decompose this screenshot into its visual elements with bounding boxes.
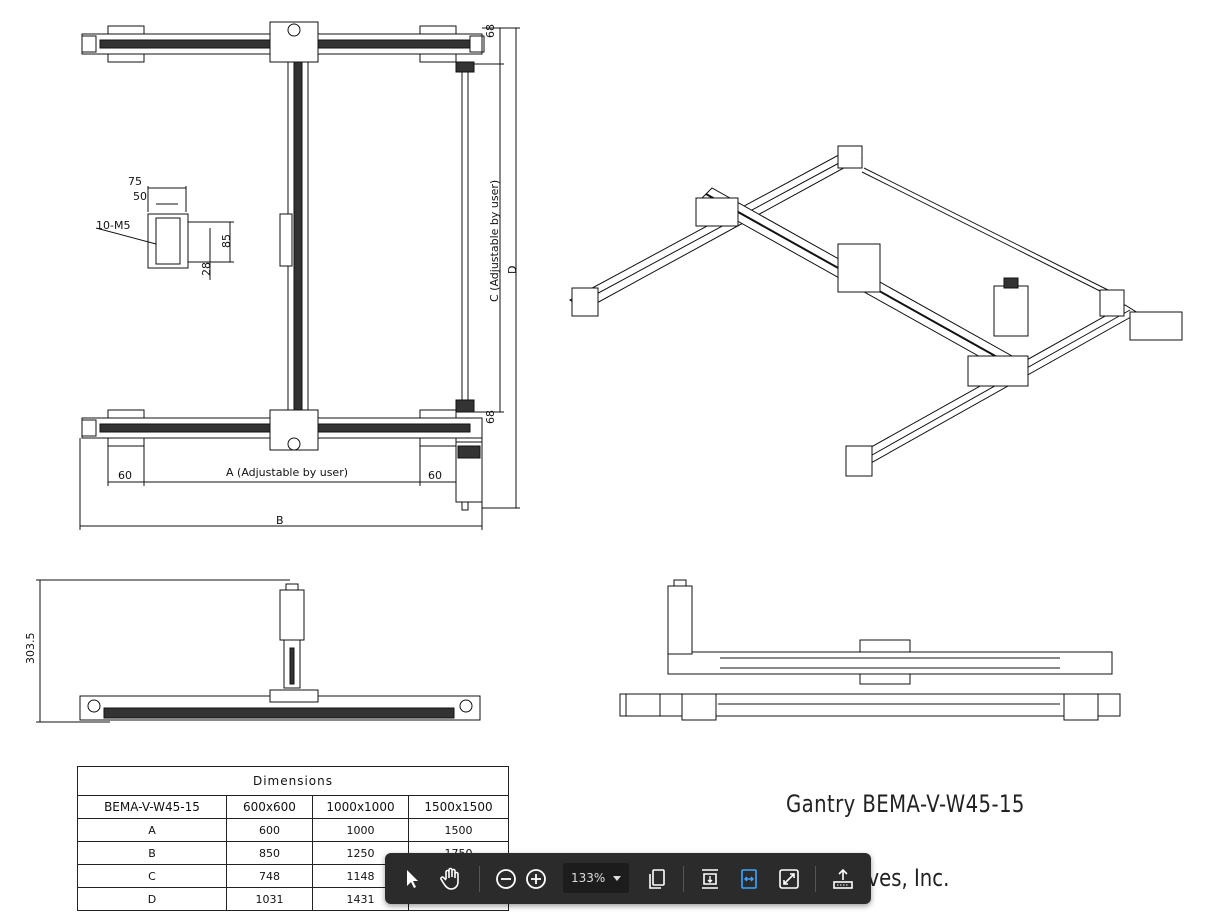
side-view-left (36, 579, 481, 723)
page-thumbnails-button[interactable] (642, 864, 672, 894)
fullscreen-button[interactable] (774, 864, 804, 894)
table-header: 1000x1000 (312, 795, 409, 819)
zoom-out-icon (496, 869, 516, 889)
zoom-value: 133% (571, 871, 606, 885)
dim-50-label: 50 (133, 190, 147, 203)
dim-60-right-label: 60 (428, 469, 442, 482)
table-cell: 1500 (408, 818, 509, 842)
table-row: D 1031 1431 (77, 887, 509, 911)
top-view (79, 21, 520, 530)
table-cell: 600 (226, 818, 313, 842)
upload-icon (833, 868, 853, 889)
table-cell: D (77, 887, 227, 911)
dim-a-label: A (Adjustable by user) (226, 466, 348, 479)
viewer-toolbar: 133% (385, 853, 871, 904)
hand-tool-button[interactable] (436, 864, 466, 894)
fit-width-icon (741, 869, 757, 889)
table-header: 1500x1500 (408, 795, 509, 819)
fit-page-button[interactable] (695, 864, 725, 894)
dim-28-label: 28 (200, 262, 213, 276)
table-cell: A (77, 818, 227, 842)
dim-60-left-label: 60 (118, 469, 132, 482)
zoom-in-icon (526, 869, 546, 889)
table-cell: 748 (226, 864, 313, 888)
dim-68-bottom-label: 68 (484, 410, 497, 424)
select-tool-button[interactable] (397, 864, 427, 894)
table-title: Dimensions (77, 766, 509, 796)
company-name: ives, Inc. (862, 864, 950, 892)
zoom-level-dropdown[interactable]: 133% (563, 863, 629, 893)
dim-75-label: 75 (128, 175, 142, 188)
dim-b-label: B (276, 514, 284, 527)
fit-width-button[interactable] (734, 864, 764, 894)
isometric-view (569, 145, 1183, 477)
toolbar-divider (479, 866, 480, 892)
table-row: A 600 1000 1500 (77, 818, 509, 842)
dim-d-label: D (506, 266, 519, 274)
table-cell: 850 (226, 841, 313, 865)
table-cell: 1031 (226, 887, 313, 911)
fit-page-icon (702, 869, 718, 889)
dim-85-label: 85 (220, 234, 233, 248)
toolbar-divider (683, 866, 684, 892)
table-header: 600x600 (226, 795, 313, 819)
share-button[interactable] (828, 864, 858, 894)
dim-68-top-label: 68 (484, 24, 497, 38)
table-cell: B (77, 841, 227, 865)
zoom-in-button[interactable] (521, 864, 551, 894)
table-cell: 1000 (312, 818, 409, 842)
table-header: BEMA-V-W45-15 (77, 795, 227, 819)
dim-303-label: 303.5 (24, 633, 37, 665)
chevron-down-icon (613, 876, 621, 881)
drawing-title: Gantry BEMA-V-W45-15 (786, 790, 1025, 818)
dim-c-label: C (Adjustable by user) (488, 180, 501, 302)
zoom-out-button[interactable] (491, 864, 521, 894)
pages-icon (649, 869, 665, 889)
hand-icon (440, 867, 459, 890)
table-cell: C (77, 864, 227, 888)
side-view-right (619, 579, 1121, 721)
fullscreen-icon (779, 869, 799, 889)
toolbar-divider (815, 866, 816, 892)
dim-m5-label: 10-M5 (96, 219, 130, 232)
pointer-icon (407, 870, 418, 888)
